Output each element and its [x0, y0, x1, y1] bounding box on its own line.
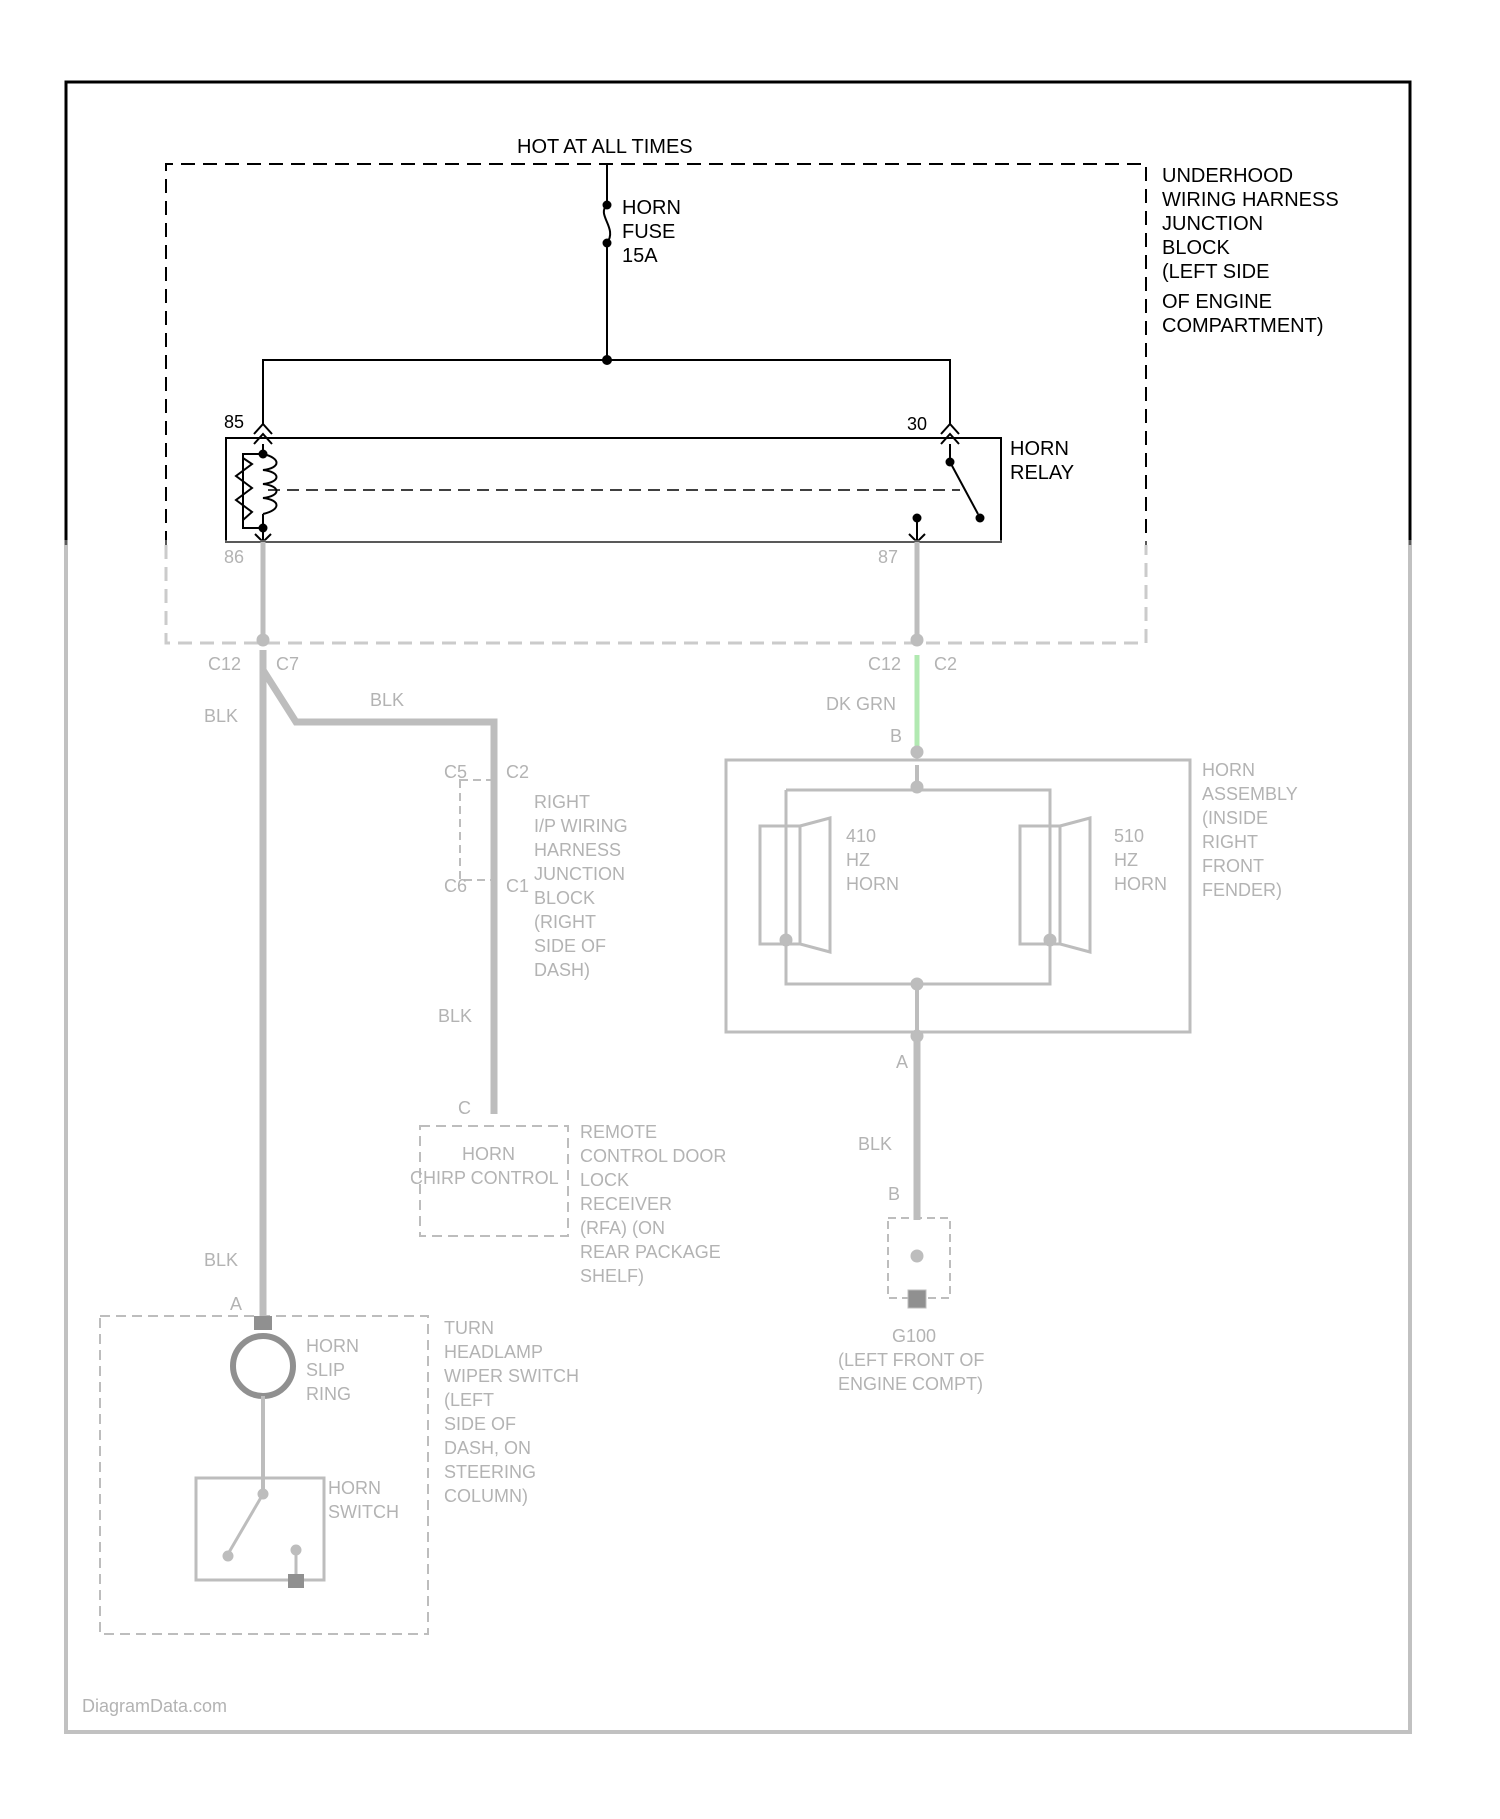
left-connector-c7: C7	[276, 654, 299, 674]
low-horn-label-3: HORN	[846, 874, 899, 894]
switch-assembly-label-8: COLUMN)	[444, 1486, 528, 1506]
horn-switch-label-1: HORN	[328, 1478, 381, 1498]
junction-block-label-7: COMPARTMENT)	[1162, 315, 1323, 337]
switch-assembly-label-4: (LEFT	[444, 1390, 494, 1410]
horn-assembly-label-1: HORN	[1202, 760, 1255, 780]
ground-label-2: (LEFT FRONT OF	[838, 1350, 984, 1370]
horn-switch-label-2: SWITCH	[328, 1502, 399, 1522]
horn-fuse	[602, 164, 612, 365]
horn-relay	[226, 424, 1001, 542]
wire-blk-2: BLK	[370, 690, 404, 710]
ip-block-label-1: RIGHT	[534, 792, 590, 812]
junction-block-label-6: OF ENGINE	[1162, 291, 1272, 313]
horn-connector-pin-b: B	[890, 726, 902, 746]
fuse-label-3: 15A	[622, 245, 658, 267]
switch-assembly-label-5: SIDE OF	[444, 1414, 516, 1434]
ip-block-label-4: JUNCTION	[534, 864, 625, 884]
ip-conn-c5: C5	[444, 762, 467, 782]
slip-ring-label-1: HORN	[306, 1336, 359, 1356]
ip-conn-c6: C6	[444, 876, 467, 896]
horn-assembly-label-4: RIGHT	[1202, 832, 1258, 852]
low-horn-label-1: 410	[846, 826, 876, 846]
rcdlr-label-3: LOCK	[580, 1170, 629, 1190]
horn-assembly-label-3: (INSIDE	[1202, 808, 1268, 828]
slip-ring-label-3: RING	[306, 1384, 351, 1404]
wire-blk-4: BLK	[204, 1250, 238, 1270]
junction-block-label-3: JUNCTION	[1162, 213, 1263, 235]
ip-conn-c1: C1	[506, 876, 529, 896]
watermark: DiagramData.com	[82, 1696, 227, 1716]
ip-block-label-3: HARNESS	[534, 840, 621, 860]
relay-pin-86: 86	[224, 547, 244, 567]
high-horn-label-1: 510	[1114, 826, 1144, 846]
switch-assembly-label-6: DASH, ON	[444, 1438, 531, 1458]
wire-blk-1: BLK	[204, 706, 238, 726]
wire-blk-ground: BLK	[858, 1134, 892, 1154]
rcdlr-label-2: CONTROL DOOR	[580, 1146, 726, 1166]
rcdlr-label-6: REAR PACKAGE	[580, 1242, 721, 1262]
ip-conn-c2: C2	[506, 762, 529, 782]
relay-pin-85: 85	[224, 412, 244, 432]
ip-block-label-6: (RIGHT	[534, 912, 596, 932]
junction-block-label-4: BLOCK	[1162, 237, 1230, 259]
rcdlr-inner-1: HORN	[462, 1144, 515, 1164]
ip-block-label-2: I/P WIRING	[534, 816, 628, 836]
relay-pin-30: 30	[907, 414, 927, 434]
horn-assembly-pin-a: A	[896, 1052, 908, 1072]
fuse-label-2: FUSE	[622, 221, 675, 243]
right-connector-c12: C12	[868, 654, 901, 674]
high-horn-label-3: HORN	[1114, 874, 1167, 894]
switch-assembly-label-1: TURN	[444, 1318, 494, 1338]
hot-at-all-times-label: HOT AT ALL TIMES	[517, 136, 693, 158]
relay-label-2: RELAY	[1010, 462, 1074, 484]
horn-assembly-label-2: ASSEMBLY	[1202, 784, 1298, 804]
junction-block-label-5: (LEFT SIDE	[1162, 261, 1269, 283]
ground-label-1: G100	[892, 1326, 936, 1346]
high-horn-label-2: HZ	[1114, 850, 1138, 870]
relay-label-1: HORN	[1010, 438, 1069, 460]
switch-assembly-label-3: WIPER SWITCH	[444, 1366, 579, 1386]
switch-pin-a: A	[230, 1294, 242, 1314]
relay-pin-87: 87	[878, 547, 898, 567]
left-connector-c12: C12	[208, 654, 241, 674]
junction-block-label-1: UNDERHOOD	[1162, 165, 1293, 187]
ip-block-label-8: DASH)	[534, 960, 590, 980]
ip-block-label-7: SIDE OF	[534, 936, 606, 956]
rcdlr-label-7: SHELF)	[580, 1266, 644, 1286]
relay-feed-wires	[263, 360, 950, 424]
rcdlr-inner-2: CHIRP CONTROL	[410, 1168, 559, 1188]
horn-assembly-label-6: FENDER)	[1202, 880, 1282, 900]
ground-label-3: ENGINE COMPT)	[838, 1374, 983, 1394]
fuse-label-1: HORN	[622, 197, 681, 219]
switch-assembly-label-2: HEADLAMP	[444, 1342, 543, 1362]
switch-assembly-label-7: STEERING	[444, 1462, 536, 1482]
junction-block-label-2: WIRING HARNESS	[1162, 189, 1339, 211]
rcdlr-label-1: REMOTE	[580, 1122, 657, 1142]
ip-block-label-5: BLOCK	[534, 888, 595, 908]
wire-dk-grn: DK GRN	[826, 694, 896, 714]
slip-ring-label-2: SLIP	[306, 1360, 345, 1380]
rcdlr-pin-c: C	[458, 1098, 471, 1118]
lower-circuit	[100, 542, 1190, 1634]
rcdlr-label-5: (RFA) (ON	[580, 1218, 665, 1238]
wire-blk-3: BLK	[438, 1006, 472, 1026]
right-connector-c2: C2	[934, 654, 957, 674]
horn-assembly-label-5: FRONT	[1202, 856, 1264, 876]
rcdlr-label-4: RECEIVER	[580, 1194, 672, 1214]
ground-pin-b: B	[888, 1184, 900, 1204]
low-horn-label-2: HZ	[846, 850, 870, 870]
